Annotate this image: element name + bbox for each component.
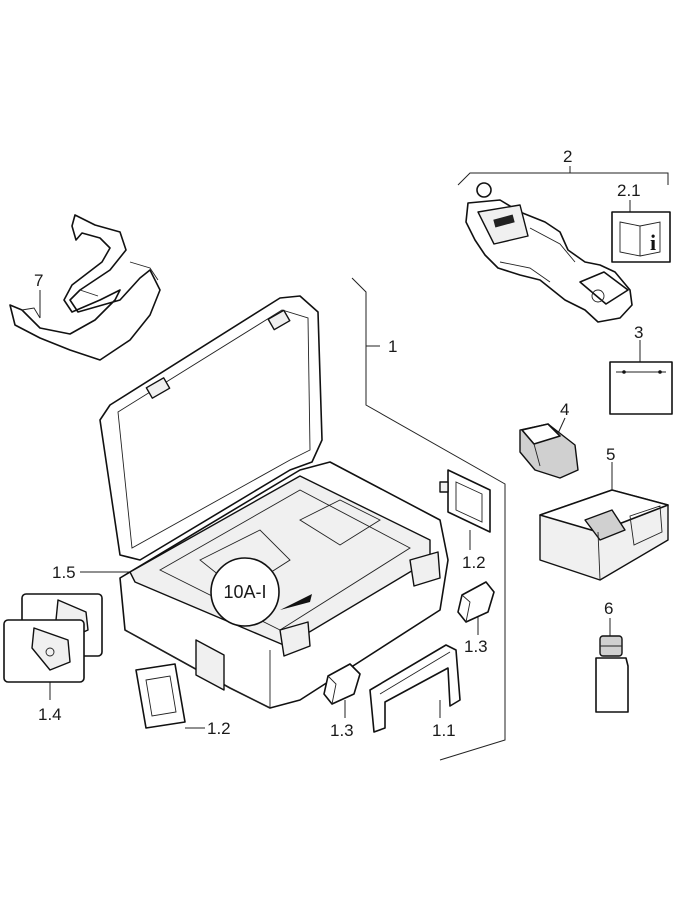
part-press-tool-2 (465, 182, 633, 323)
part-manual-2-1: i (611, 211, 671, 263)
part-card-3 (609, 361, 673, 415)
part-bottle-6 (595, 635, 629, 713)
part-battery-4 (519, 423, 579, 479)
svg-text:i: i (650, 230, 656, 255)
part-plate-1-2-bottom (135, 663, 186, 729)
label-3: 3 (634, 323, 643, 342)
part-latch-1-3-right (457, 581, 495, 623)
label-1-3-right: 1.3 (464, 637, 488, 656)
label-4: 4 (560, 400, 569, 419)
part-strap-7 (9, 214, 161, 361)
label-5: 5 (606, 445, 615, 464)
label-1-1: 1.1 (432, 721, 456, 740)
label-7: 7 (34, 271, 43, 290)
label-1-4: 1.4 (38, 705, 62, 724)
label-1-5: 1.5 (52, 563, 76, 582)
label-1-3-bottom: 1.3 (330, 721, 354, 740)
label-1: 1 (388, 337, 397, 356)
part-handle-1-1 (369, 644, 461, 733)
part-inserts-1-4 (3, 593, 103, 683)
label-2: 2 (563, 147, 572, 166)
callout-label: 10A-I (223, 582, 266, 602)
part-charger-5 (539, 489, 669, 581)
part-plate-1-2-right (439, 469, 491, 533)
label-2-1: 2.1 (617, 181, 641, 200)
part-case-1 (99, 295, 449, 709)
part-latch-1-3-bottom (323, 663, 361, 705)
label-1-2-right: 1.2 (462, 553, 486, 572)
label-6: 6 (604, 599, 613, 618)
label-1-2-bottom: 1.2 (207, 719, 231, 738)
callout-bubble (210, 557, 280, 627)
leader-lines (39, 166, 669, 761)
part-labels: 2 2.1 3 1 4 5 6 7 1.5 1.2 1.2 1.3 1.3 1.… (34, 147, 643, 740)
